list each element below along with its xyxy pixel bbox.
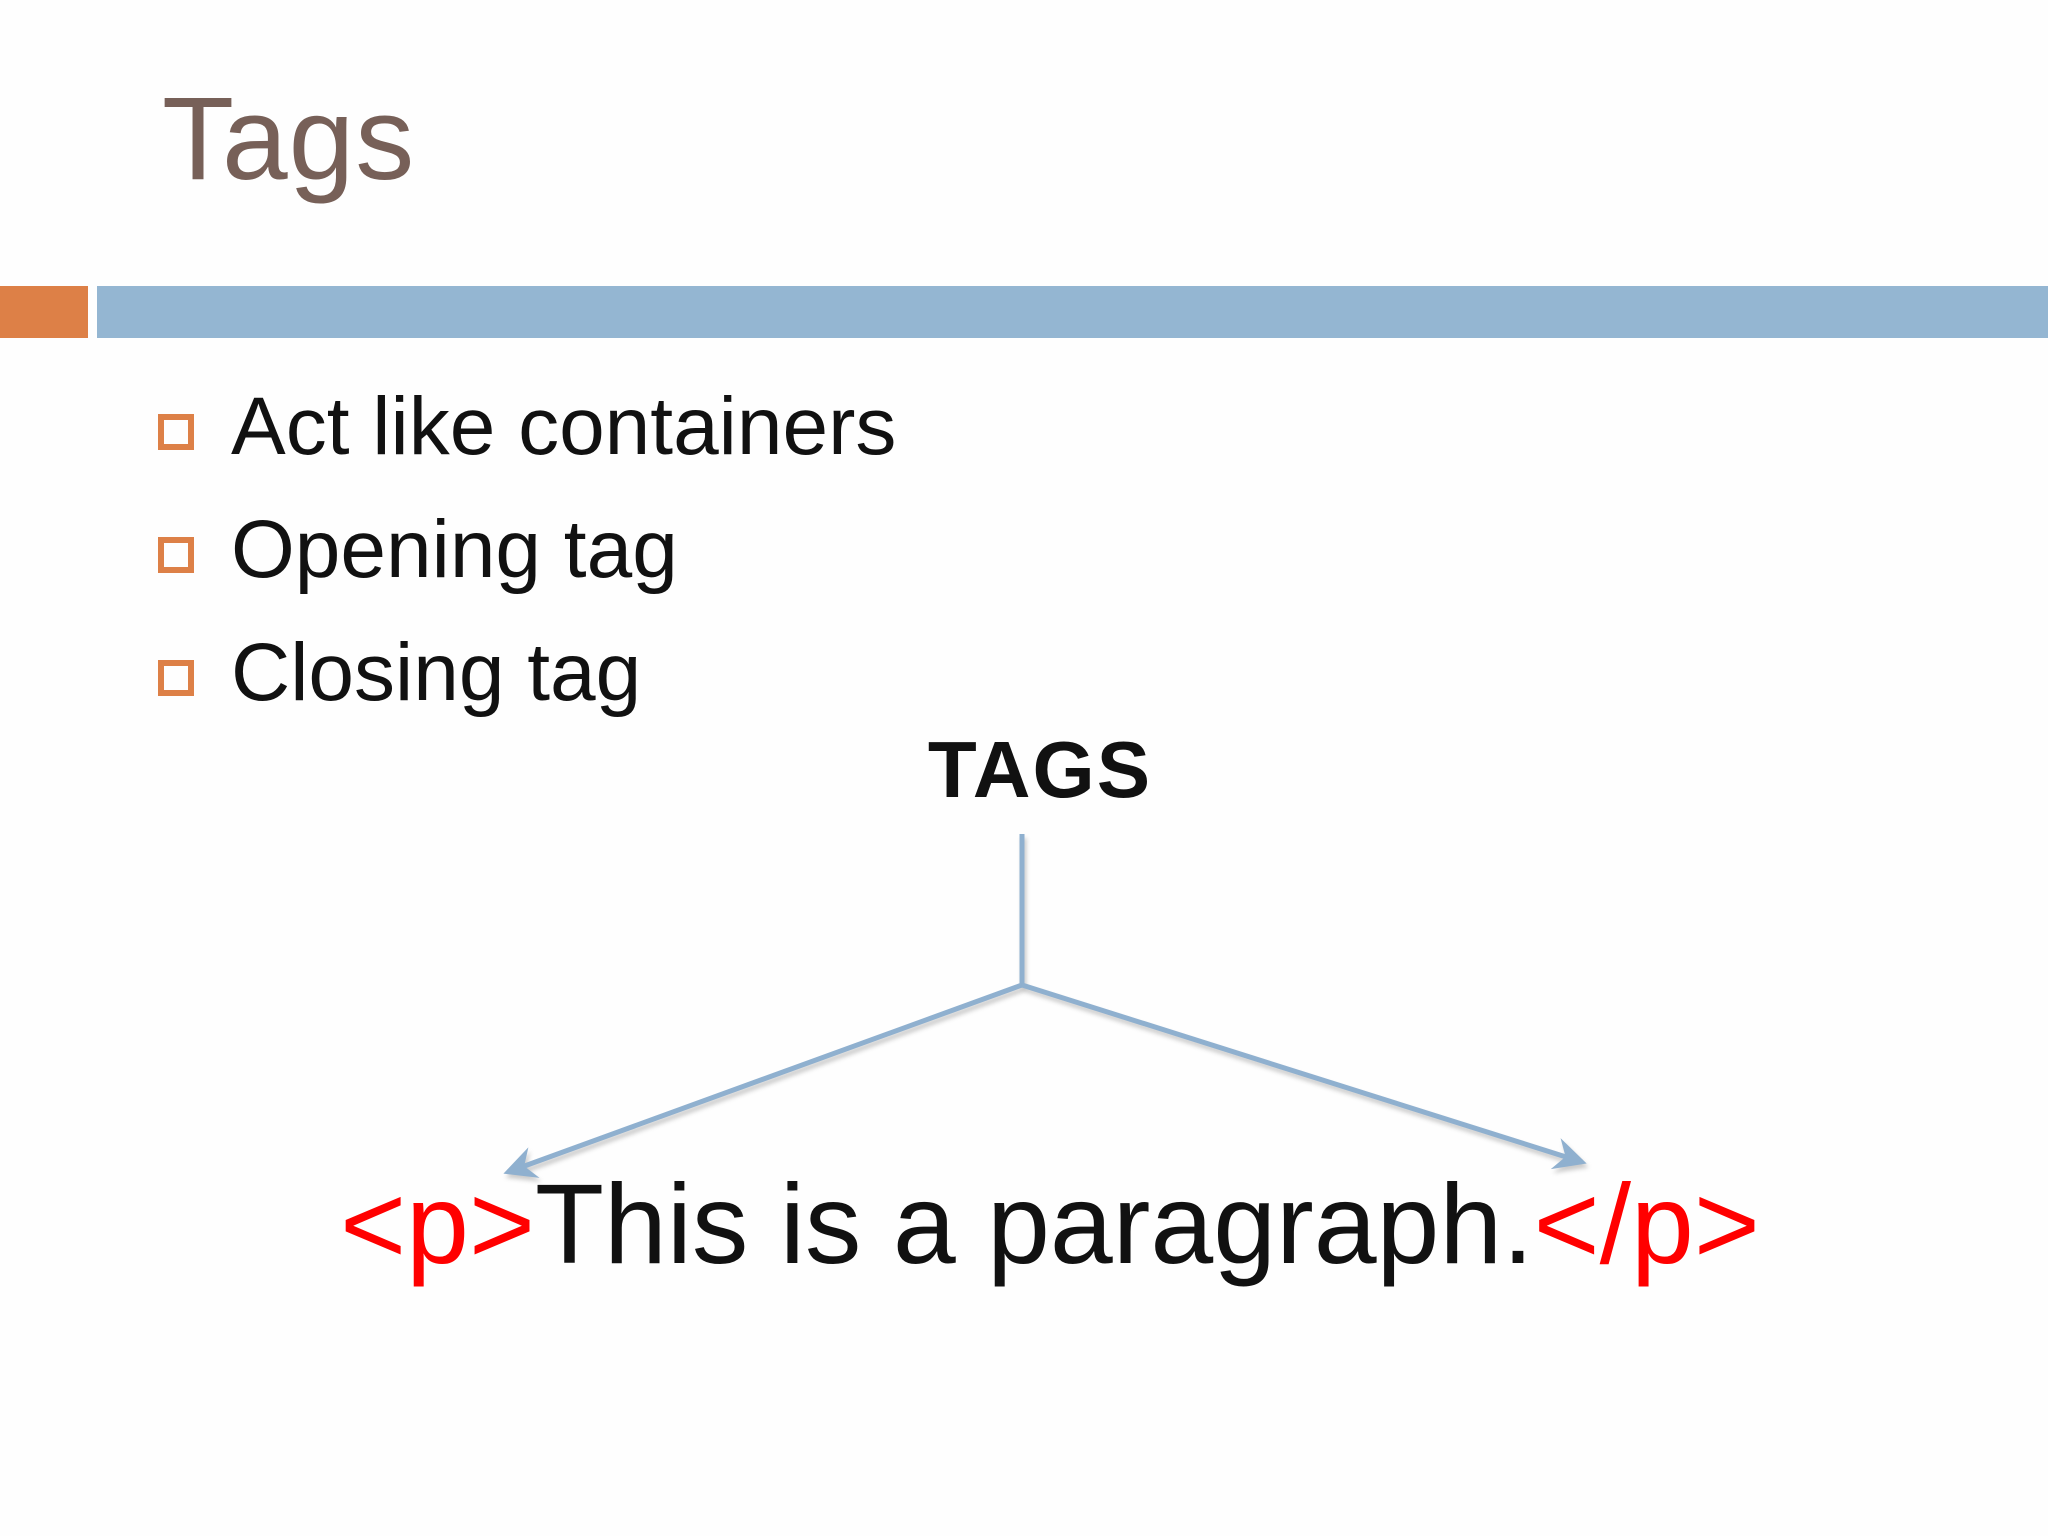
paragraph-text: This is a paragraph. xyxy=(534,1161,1534,1287)
list-item: Act like containers xyxy=(158,382,896,472)
bullet-label: Act like containers xyxy=(231,381,897,472)
square-bullet-icon xyxy=(158,414,194,450)
square-bullet-icon xyxy=(158,660,194,696)
bullet-list: Act like containers Opening tag Closing … xyxy=(158,382,896,718)
right-arrow xyxy=(1021,982,1587,1170)
square-bullet-icon xyxy=(158,537,194,573)
bullet-label: Opening tag xyxy=(231,504,678,595)
opening-tag: <p> xyxy=(340,1161,535,1287)
bullet-label: Closing tag xyxy=(231,627,642,718)
diagram-root-label: TAGS xyxy=(927,725,1153,814)
list-item: Closing tag xyxy=(158,628,896,718)
title-divider-orange-accent xyxy=(0,286,88,338)
left-arrow xyxy=(503,982,1023,1178)
list-item: Opening tag xyxy=(158,505,896,595)
title-divider-blue-bar xyxy=(97,286,2048,338)
closing-tag: </p> xyxy=(1533,1161,1760,1287)
page-title: Tags xyxy=(162,73,416,205)
code-example: <p>This is a paragraph.</p> xyxy=(26,1168,2048,1281)
